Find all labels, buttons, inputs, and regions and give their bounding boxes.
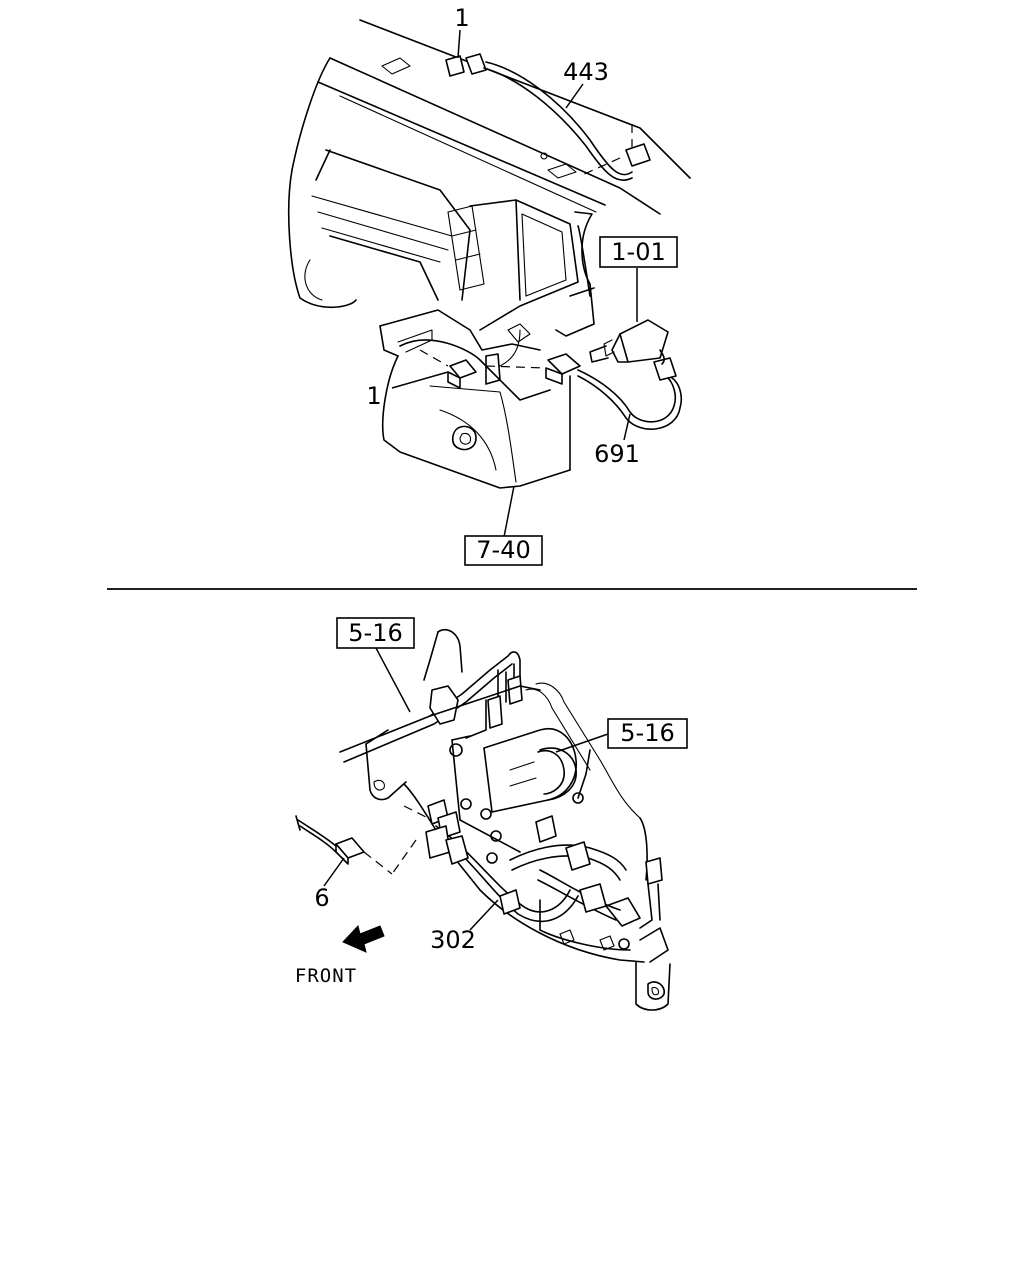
- ref-box-lower-left[interactable]: 5-16: [336, 617, 415, 649]
- leader-lines: [323, 29, 638, 931]
- switch-assembly: [419, 319, 683, 430]
- ref-box-upper-bottom[interactable]: 7-40: [464, 535, 543, 566]
- callout-top-connector[interactable]: 1: [454, 4, 469, 32]
- callout-harness-lower[interactable]: 302: [430, 926, 476, 954]
- hydraulic-unit-drawing: [339, 628, 671, 1011]
- callout-connector-lower[interactable]: 6: [314, 884, 329, 912]
- front-indicator: FRONT: [295, 924, 385, 987]
- ref-box-lower-right[interactable]: 5-16: [607, 718, 688, 749]
- front-label: FRONT: [295, 965, 357, 987]
- front-arrow-icon: [342, 924, 385, 953]
- instrument-panel-drawing: [287, 19, 691, 489]
- connector-6-drawing: [295, 815, 393, 875]
- ref-upper-right-label: 1-01: [611, 238, 665, 266]
- ref-upper-bottom-label: 7-40: [476, 536, 530, 564]
- callout-harness-switch[interactable]: 691: [594, 440, 640, 468]
- ref-lower-right-label: 5-16: [620, 719, 674, 747]
- connector-top: [445, 53, 651, 181]
- ref-box-upper-right[interactable]: 1-01: [599, 236, 678, 268]
- callout-side-connector[interactable]: 1: [366, 382, 381, 410]
- callout-harness-top[interactable]: 443: [563, 58, 609, 86]
- ref-lower-left-label: 5-16: [348, 619, 402, 647]
